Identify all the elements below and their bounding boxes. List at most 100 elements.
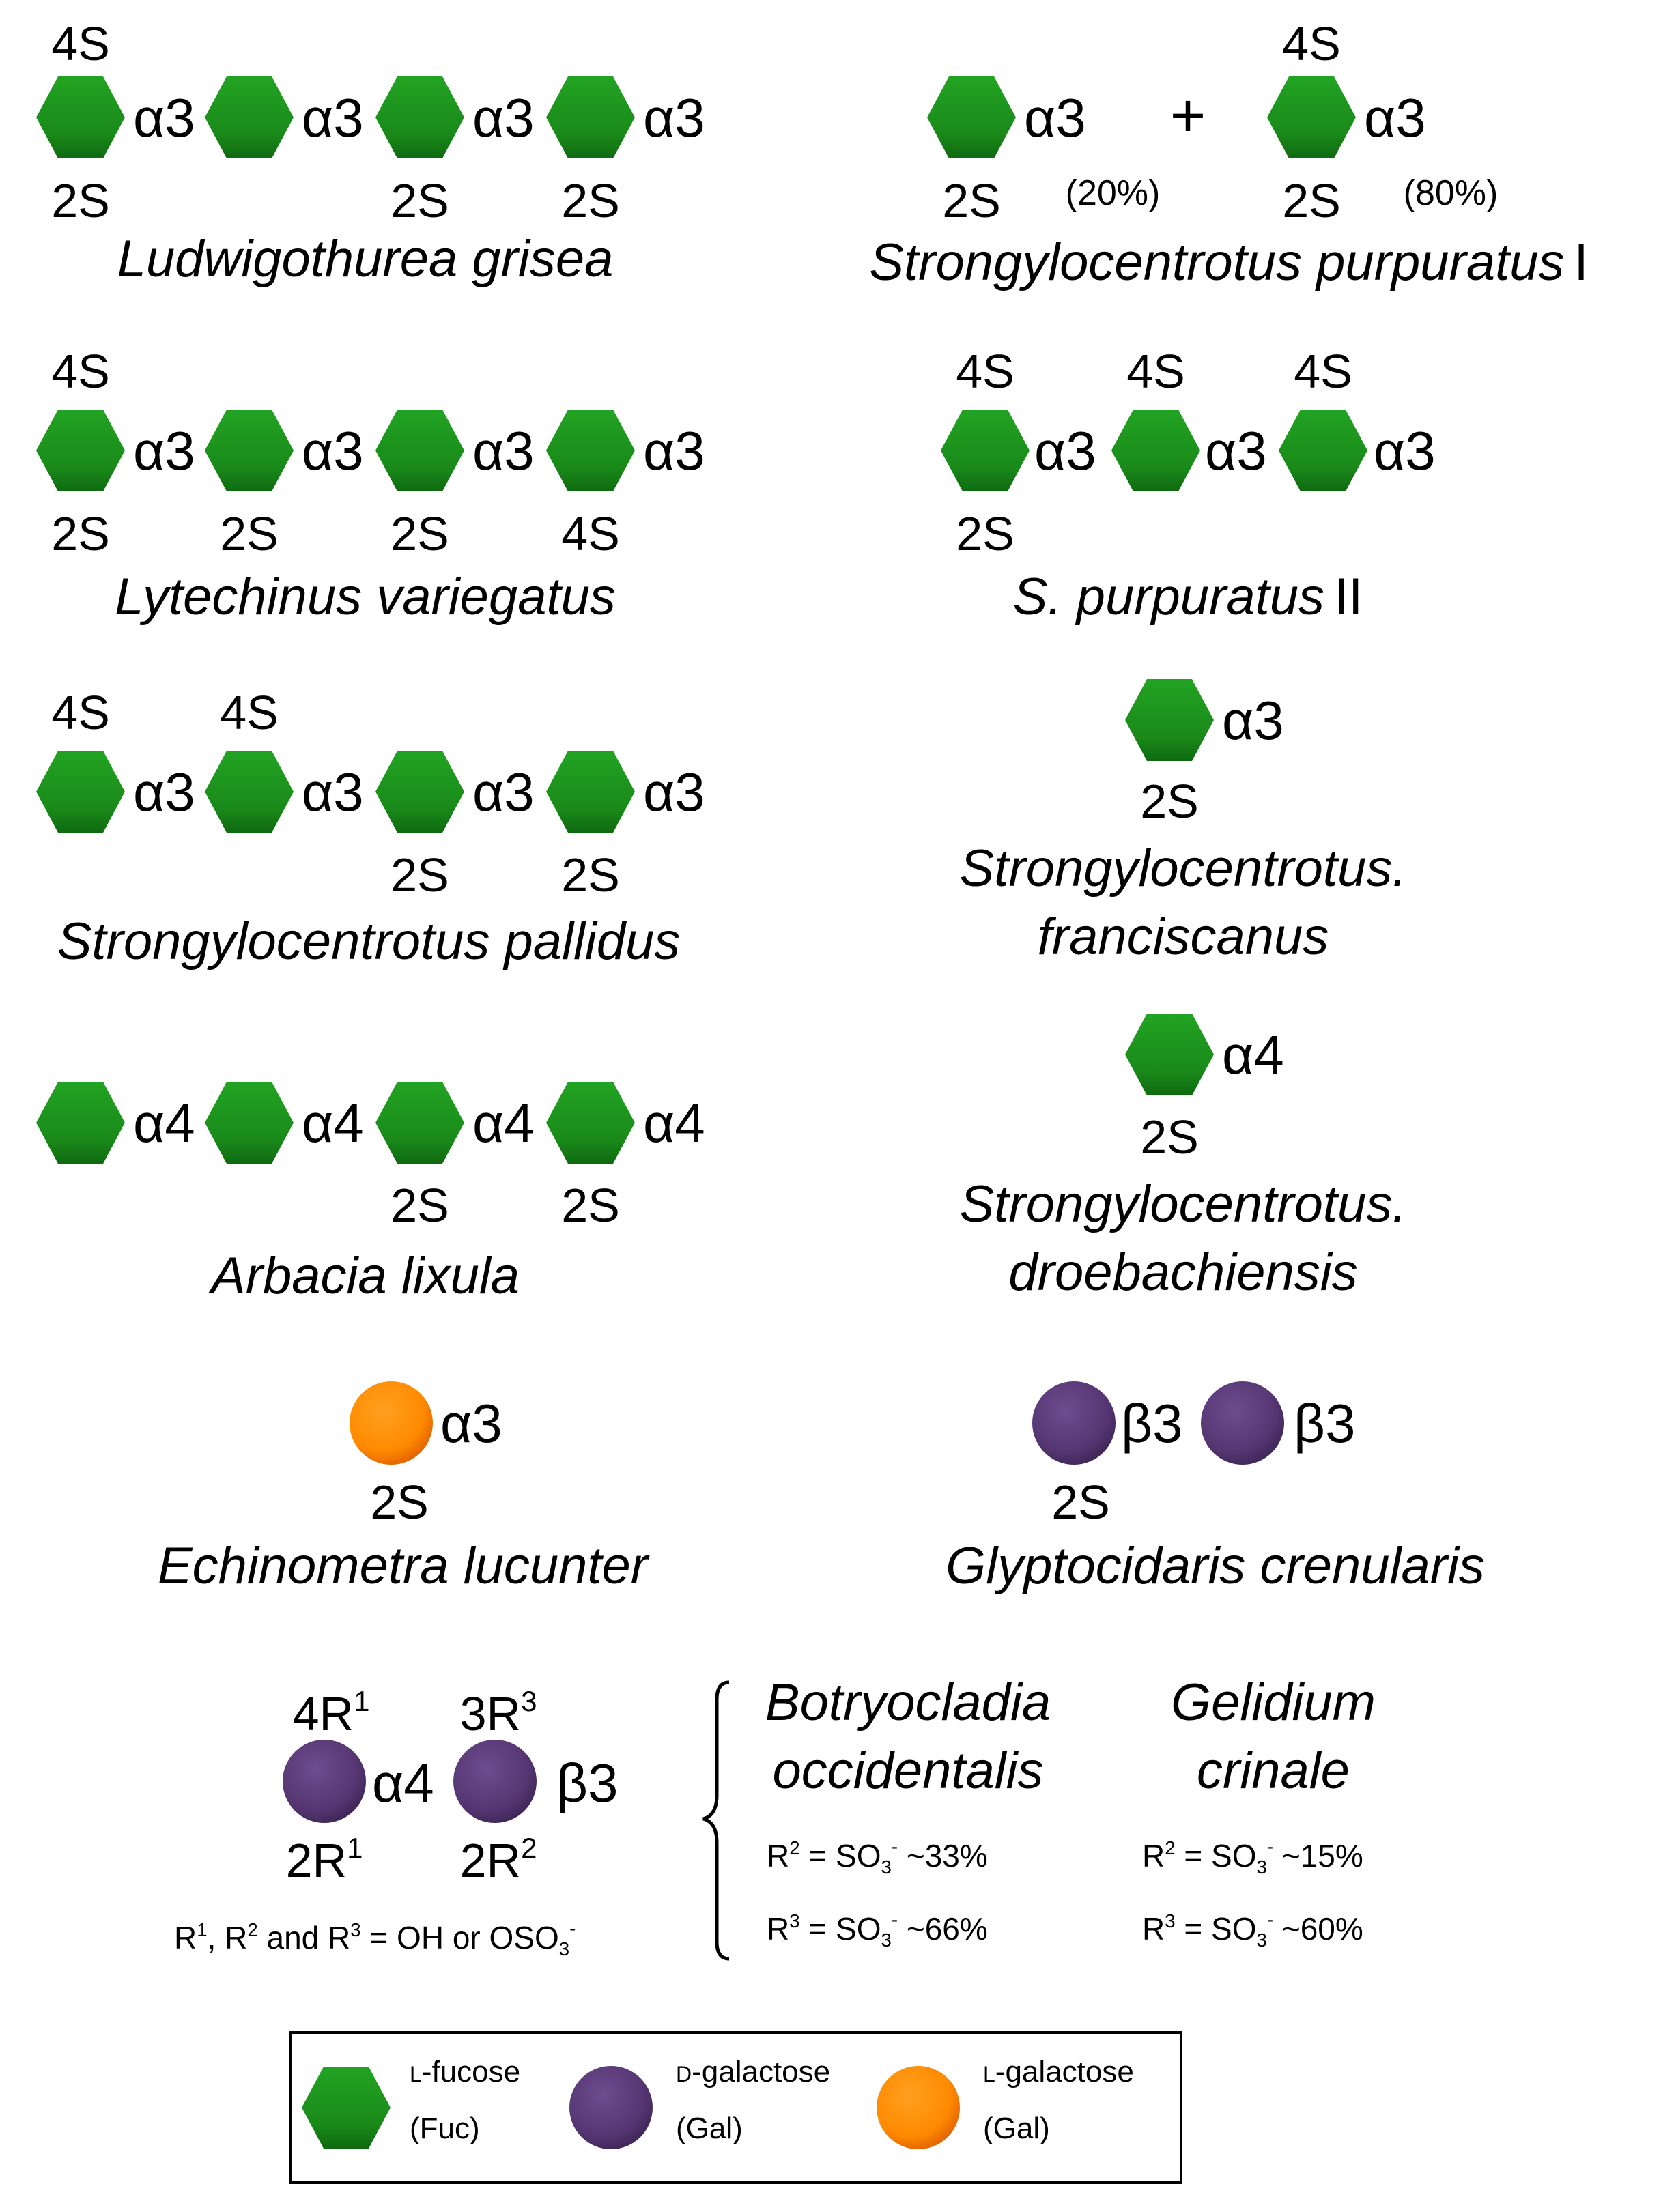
fucose-hexagon-icon	[546, 410, 635, 491]
s-purp1-pct80: (80%)	[1404, 173, 1499, 213]
s-purpuratus-1-chain: α3 2S (20%) + 4S α3 2S (80%) Strongyloce…	[869, 17, 1588, 291]
legend-d-galactose-abbr: (Gal)	[676, 2112, 743, 2145]
s-pal-link3: α3	[472, 762, 535, 822]
l-var-res1-2s: 2S	[51, 507, 110, 560]
fucose-hexagon-icon	[1125, 1014, 1214, 1095]
s-purp2-link3: α3	[1374, 420, 1436, 481]
fucose-hexagon-icon	[941, 410, 1030, 491]
fucose-hexagon-icon	[1111, 410, 1200, 491]
species-s-droebachiensis-line2: droebachiensis	[1008, 1244, 1357, 1302]
l-var-link3: α3	[472, 420, 535, 481]
g-cren-link2: β3	[1294, 1393, 1356, 1454]
a-lix-link2: α4	[302, 1093, 364, 1153]
s-purp1-link-a: α3	[1024, 87, 1086, 148]
species-g-crenularis: Glyptocidaris crenularis	[946, 1537, 1485, 1595]
species-l-variegatus: Lytechinus variegatus	[115, 568, 616, 626]
algae-res2-bottom: 2R2	[460, 1832, 537, 1887]
fucose-hexagon-icon	[205, 410, 294, 491]
species-b-occidentalis-line1: Botryocladia	[765, 1674, 1051, 1732]
l-grisea-res1-2s: 2S	[51, 174, 110, 227]
curly-brace	[702, 1680, 730, 1961]
s-purp1-a-2s: 2S	[942, 174, 1001, 227]
fucose-hexagon-icon	[375, 751, 464, 833]
fucose-hexagon-icon	[36, 751, 125, 833]
species-s-franciscanus-line2: franciscanus	[1038, 908, 1329, 966]
s-franciscanus-chain: α3 2S Strongylocentrotus. franciscanus	[960, 679, 1407, 966]
species-s-franciscanus-line1: Strongylocentrotus.	[960, 839, 1407, 897]
s-droebachiensis-chain: α4 2S Strongylocentrotus. droebachiensis	[960, 1014, 1407, 1302]
l-grisea-res4-2s: 2S	[561, 174, 620, 227]
g-cri-r2: R2 = SO3- ~15%	[1142, 1836, 1363, 1878]
fucose-hexagon-icon	[36, 1082, 125, 1164]
a-lix-link4: α4	[643, 1093, 705, 1153]
species-b-occidentalis-line2: occidentalis	[772, 1742, 1043, 1800]
legend-box	[289, 2031, 1182, 2184]
s-fran-link: α3	[1222, 690, 1284, 751]
a-lix-link1: α4	[133, 1093, 195, 1153]
l-var-res4-4s: 4S	[561, 507, 620, 560]
g-cren-link1: β3	[1121, 1393, 1183, 1454]
fucose-hexagon-icon	[375, 76, 464, 158]
l-var-res3-2s: 2S	[391, 507, 449, 560]
species-s-pallidus: Strongylocentrotus pallidus	[57, 913, 681, 971]
legend-d-galactose-name: D-galactose	[676, 2055, 830, 2088]
s-purp2-res1-4s: 4S	[956, 345, 1014, 398]
a-lix-res4-2s: 2S	[561, 1179, 620, 1232]
l-var-res1-4s: 4S	[51, 345, 110, 398]
legend-l-galactose-circle-icon	[877, 2066, 960, 2149]
s-purp1-b-4s: 4S	[1282, 17, 1341, 70]
s-pal-link1: α3	[133, 762, 195, 822]
a-lixula-chain: α4 α4 α4 2S α4 2S Arbacia lixula	[36, 1082, 705, 1305]
a-lix-link3: α4	[472, 1093, 535, 1153]
plus-sign: +	[1170, 82, 1206, 150]
legend-fucose-hexagon-icon	[302, 2067, 391, 2149]
s-purp2-res2-4s: 4S	[1126, 345, 1185, 398]
fucose-hexagon-icon	[375, 410, 464, 491]
d-galactose-circle-icon	[283, 1740, 366, 1823]
species-s-droebachiensis-line1: Strongylocentrotus.	[960, 1175, 1407, 1233]
algae-link1: α4	[372, 1753, 434, 1813]
b-occ-r3: R3 = SO3- ~66%	[767, 1909, 988, 1951]
l-grisea-link1: α3	[133, 87, 195, 148]
legend-d-galactose-circle-icon	[569, 2066, 653, 2149]
s-droe-2s: 2S	[1140, 1110, 1199, 1164]
fucose-hexagon-icon	[1279, 410, 1367, 491]
l-var-link4: α3	[643, 420, 705, 481]
algae-r-note: R1, R2 and R3 = OH or OSO3-	[174, 1918, 576, 1959]
l-var-res2-2s: 2S	[220, 507, 279, 560]
l-grisea-res3-2s: 2S	[391, 174, 449, 227]
fucose-hexagon-icon	[927, 76, 1016, 158]
l-variegatus-chain: 4S α3 2S α3 2S α3 2S α3 4S Lytechinus va…	[36, 345, 705, 626]
s-pal-link2: α3	[302, 762, 364, 822]
species-roman-2: II	[1334, 568, 1363, 626]
s-purp2-res1-2s: 2S	[956, 507, 1014, 560]
l-grisea-res1-4s: 4S	[51, 17, 110, 70]
species-a-lixula: Arbacia lixula	[208, 1247, 520, 1305]
species-s-purpuratus-1: Strongylocentrotus purpuratus	[869, 233, 1564, 291]
species-l-grisea: Ludwigothurea grisea	[117, 230, 614, 288]
legend-fucose-name: L-fucose	[410, 2055, 520, 2088]
g-cri-r3: R3 = SO3- ~60%	[1142, 1909, 1363, 1951]
e-luc-link: α3	[440, 1393, 502, 1454]
fucose-hexagon-icon	[205, 76, 294, 158]
algae-link2: β3	[556, 1753, 619, 1813]
l-var-link2: α3	[302, 420, 364, 481]
s-purp2-res3-4s: 4S	[1294, 345, 1352, 398]
s-pal-res3-2s: 2S	[391, 848, 449, 902]
l-grisea-link3: α3	[472, 87, 535, 148]
fucose-hexagon-icon	[375, 1082, 464, 1164]
s-pal-res4-2s: 2S	[561, 848, 620, 902]
b-occ-r2: R2 = SO3- ~33%	[767, 1836, 988, 1878]
fucose-hexagon-icon	[205, 1082, 294, 1164]
fucose-hexagon-icon	[36, 410, 125, 491]
s-pallidus-chain: 4S α3 4S α3 α3 2S α3 2S Strongylocentrot…	[36, 686, 705, 971]
d-galactose-circle-icon	[453, 1740, 537, 1823]
species-e-lucunter: Echinometra lucunter	[158, 1537, 650, 1595]
legend-l-galactose-name: L-galactose	[983, 2055, 1134, 2088]
e-luc-2s: 2S	[370, 1476, 429, 1529]
fucose-hexagon-icon	[546, 1082, 635, 1164]
s-fran-2s: 2S	[1140, 775, 1199, 828]
